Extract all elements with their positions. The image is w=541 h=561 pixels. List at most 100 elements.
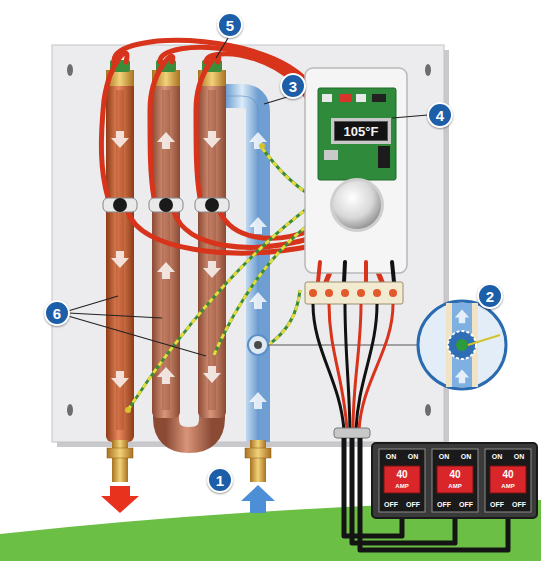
- node-text: 5: [226, 18, 234, 33]
- flow-sensor: [248, 335, 268, 355]
- thermostat-disc: [205, 198, 219, 212]
- leader-line: [68, 316, 206, 356]
- hall-sensor: [456, 339, 468, 351]
- circuit-board: [318, 88, 396, 180]
- flow-arrow: [455, 310, 469, 324]
- knob-ring: [330, 178, 384, 232]
- power-wire: [206, 54, 318, 122]
- board-component: [322, 94, 332, 102]
- terminal-screw: [341, 289, 349, 297]
- supply-wire: [359, 304, 393, 430]
- flow-arrow: [249, 217, 267, 234]
- lead-wire: [344, 262, 345, 282]
- cable-clamp: [334, 428, 370, 438]
- node-text: 4: [436, 108, 444, 123]
- breaker-panel: [372, 443, 537, 518]
- mounting-slot: [67, 404, 73, 416]
- flow-arrow: [157, 132, 175, 149]
- breaker-label: AMP: [395, 483, 408, 489]
- node-text: 2: [486, 289, 494, 304]
- breaker-handle: [384, 466, 420, 493]
- terminal-screw: [357, 289, 365, 297]
- board-chip: [378, 146, 390, 168]
- power-wire: [150, 56, 173, 198]
- callout-number: 5: [217, 12, 243, 38]
- display-bezel: [331, 118, 391, 144]
- leader-line: [68, 296, 118, 311]
- flow-arrow: [249, 392, 267, 409]
- magnifier-leader: [268, 345, 418, 346]
- inlet-tube-edge: [226, 96, 258, 442]
- board-component: [372, 94, 386, 102]
- terminal-screw: [309, 289, 317, 297]
- mounting-slot: [425, 404, 431, 416]
- leader-line: [216, 38, 228, 58]
- temp-sensor: [125, 407, 131, 413]
- mounting-slot: [67, 64, 73, 76]
- breaker-label: ON: [514, 453, 525, 460]
- board-leads: [318, 262, 394, 282]
- thermostat-plate: [195, 198, 229, 212]
- flow-sensor-core: [254, 341, 262, 349]
- breaker-handle: [490, 466, 526, 493]
- hot-water-arrow: [101, 486, 139, 513]
- breaker-label: ON: [386, 453, 397, 460]
- leader-line: [392, 115, 428, 118]
- breaker-label: OFF: [490, 501, 504, 508]
- breaker-label: ON: [461, 453, 472, 460]
- supply-wires: [313, 304, 393, 430]
- lead-wire: [392, 262, 394, 282]
- terminal-screw: [373, 289, 381, 297]
- sensor-wire: [214, 222, 312, 355]
- callout-number: 2: [477, 283, 503, 309]
- breaker: [485, 449, 531, 512]
- heating-chamber: [106, 78, 134, 442]
- power-wire: [196, 56, 219, 198]
- terminal-screws: [309, 289, 397, 297]
- cold-water-arrow: [241, 485, 275, 513]
- breaker-label: ON: [408, 453, 419, 460]
- magnifier: [418, 301, 506, 389]
- terminal-screw: [325, 289, 333, 297]
- supply-wire: [356, 304, 377, 430]
- magnified-body: [446, 303, 478, 387]
- breaker-label: AMP: [448, 483, 461, 489]
- power-wire: [174, 212, 312, 247]
- thermostat-disc: [113, 198, 127, 212]
- sensor-wires: [128, 148, 312, 410]
- thermostat-plate: [149, 198, 183, 212]
- mounting-slot: [425, 64, 431, 76]
- temperature-display: 105°F: [334, 121, 388, 141]
- breaker-label: OFF: [459, 501, 473, 508]
- node-text: 6: [53, 306, 61, 321]
- flow-arrow: [111, 371, 129, 388]
- flow-arrow: [455, 370, 469, 384]
- breakers: [379, 449, 531, 512]
- node-text: 3: [289, 79, 297, 94]
- flow-arrow: [111, 131, 129, 148]
- sensor-wire: [128, 205, 312, 410]
- flow-arrow: [249, 292, 267, 309]
- flow-arrow: [249, 132, 267, 149]
- breaker-label: ON: [439, 453, 450, 460]
- sensor-wire: [268, 290, 300, 345]
- breaker-label: OFF: [437, 501, 451, 508]
- callout-leaders: [68, 38, 428, 356]
- board-component: [340, 94, 352, 102]
- thermostat-disc: [159, 198, 173, 212]
- breaker: [379, 449, 425, 512]
- breaker: [432, 449, 478, 512]
- supply-wire: [345, 304, 350, 430]
- outlet-nut: [107, 448, 133, 458]
- heating-chamber: [198, 78, 226, 418]
- temperature-knob: [333, 181, 381, 229]
- back-panel: [52, 45, 444, 442]
- outlet-fitting: [112, 440, 128, 482]
- sensor-wire: [268, 290, 300, 345]
- breaker-label: OFF: [384, 501, 398, 508]
- callout-number: 6: [44, 300, 70, 326]
- board-component: [356, 94, 366, 102]
- leader-line: [68, 313, 162, 318]
- lead-wire: [318, 262, 320, 282]
- power-wire: [101, 53, 127, 198]
